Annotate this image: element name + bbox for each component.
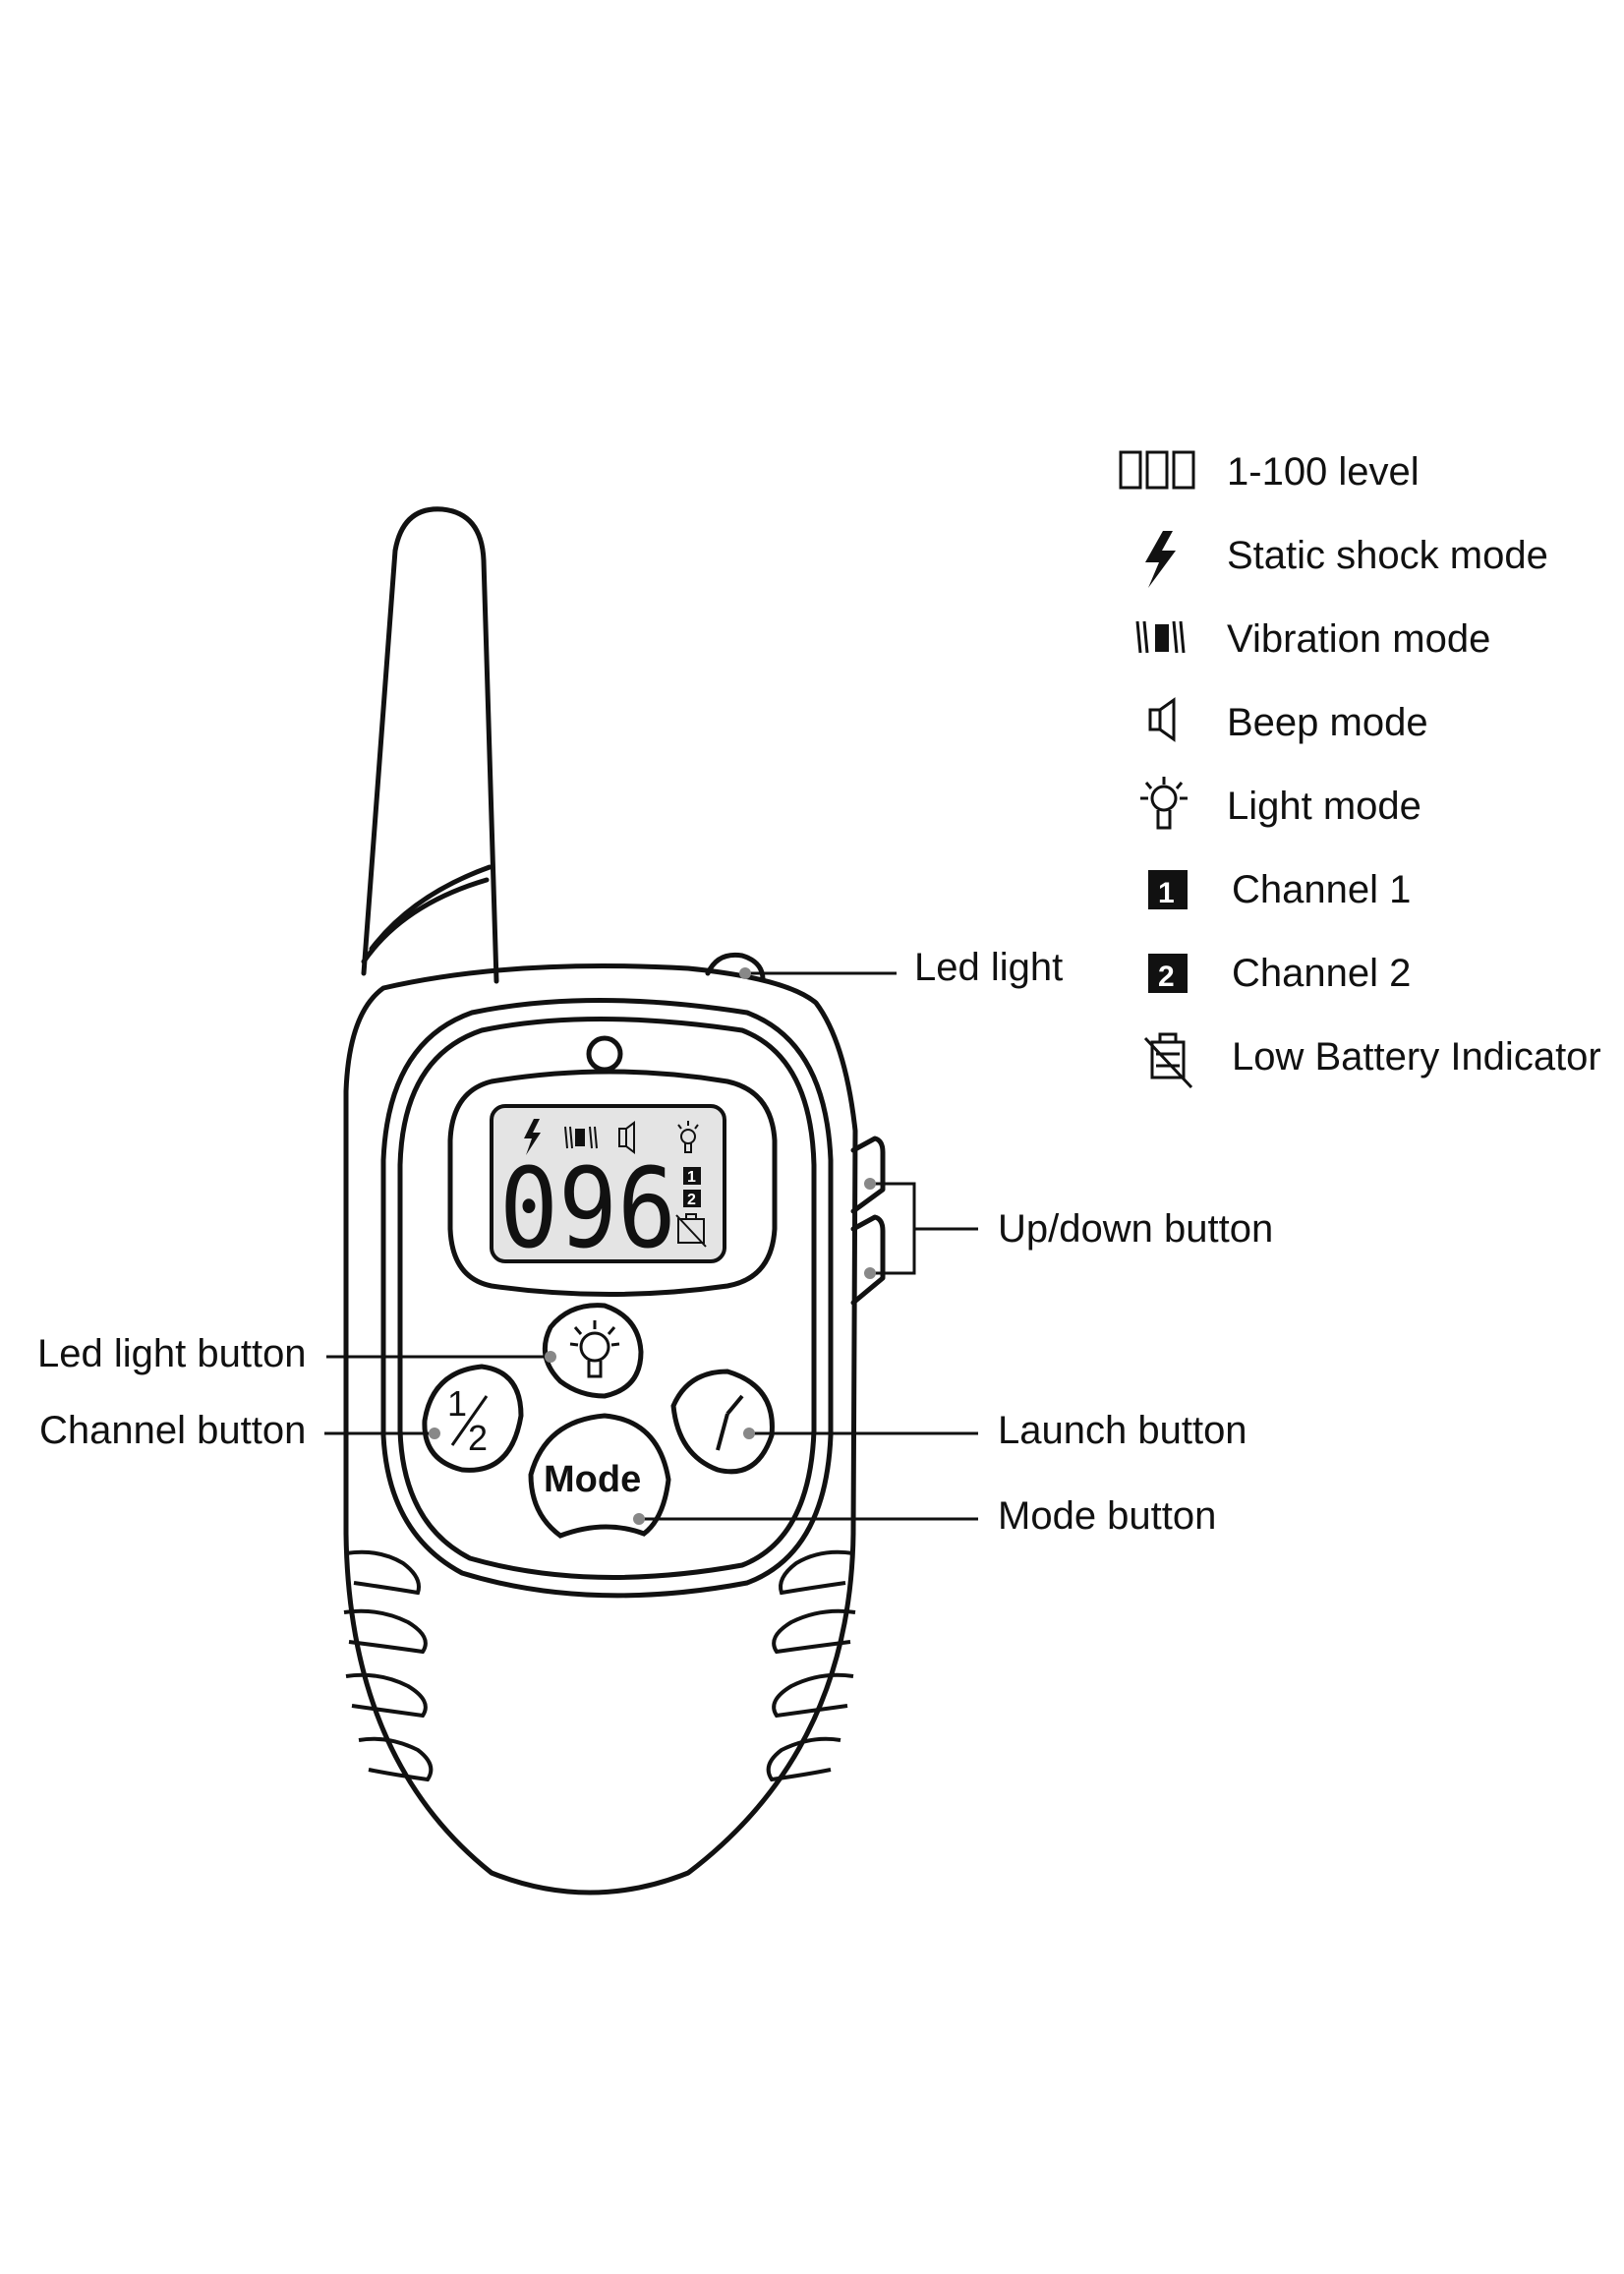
led-light-button xyxy=(542,1303,644,1399)
face-dot xyxy=(586,1035,623,1073)
lcd-low-battery-icon xyxy=(675,1213,707,1248)
legend-row-light: Light mode xyxy=(1121,777,1612,836)
led-light xyxy=(705,952,766,981)
speaker-icon xyxy=(1148,697,1176,742)
grip-ridges xyxy=(343,1549,856,1782)
legend-icons: 1 2 xyxy=(1119,450,1195,1089)
screen-frame xyxy=(447,1069,778,1297)
callout-up-down-button: Up/down button xyxy=(998,1207,1274,1251)
face-plate-inner xyxy=(397,1017,817,1580)
remote-body-outline xyxy=(343,963,858,1895)
channel-1-badge: 1 xyxy=(1158,877,1175,909)
lightning-bolt-icon xyxy=(1145,531,1176,588)
level-digits-icon xyxy=(1119,450,1195,490)
low-battery-icon xyxy=(1143,1032,1193,1089)
legend-label-static-shock: Static shock mode xyxy=(1227,534,1548,577)
launch-button-icon xyxy=(716,1394,744,1451)
callout-led-light: Led light xyxy=(914,946,1064,989)
legend-row-channel-2: Channel 2 xyxy=(1121,944,1612,1003)
legend-label-light: Light mode xyxy=(1227,785,1421,828)
lcd-channel-1: 1 xyxy=(687,1169,696,1186)
up-button xyxy=(850,1136,886,1214)
channel-2-badge: 2 xyxy=(1158,961,1175,993)
legend-label-low-battery: Low Battery Indicator xyxy=(1232,1035,1601,1079)
legend-row-level: 1-100 level xyxy=(1121,442,1612,501)
vibration-icon xyxy=(1135,620,1186,654)
face-plate-outer xyxy=(380,998,834,1599)
legend-row-static-shock: Static shock mode xyxy=(1121,526,1612,585)
speaker-icon xyxy=(618,1121,635,1154)
channel-2-icon xyxy=(1148,954,1188,993)
legend-label-channel-2: Channel 2 xyxy=(1232,952,1412,995)
lcd-screen xyxy=(490,1104,726,1263)
callout-launch-button: Launch button xyxy=(998,1409,1247,1452)
antenna xyxy=(361,506,499,984)
legend-row-beep: Beep mode xyxy=(1121,693,1612,752)
lcd-status-icons xyxy=(524,1119,699,1155)
callout-led-light-button: Led light button xyxy=(37,1332,307,1375)
lcd-level-digits: 096 xyxy=(499,1145,676,1273)
light-bulb-icon xyxy=(677,1121,699,1153)
led-button-bulb-icon xyxy=(569,1320,620,1378)
mode-button-label: Mode xyxy=(544,1459,641,1500)
mode-button xyxy=(528,1413,671,1539)
lightning-bolt-icon xyxy=(524,1119,541,1155)
legend-row-low-battery: Low Battery Indicator xyxy=(1121,1027,1612,1086)
vibration-icon xyxy=(564,1126,598,1149)
launch-button xyxy=(670,1369,775,1475)
down-button xyxy=(850,1214,886,1306)
callout-channel-button: Channel button xyxy=(39,1409,307,1452)
legend-row-vibration: Vibration mode xyxy=(1121,610,1612,669)
light-bulb-icon xyxy=(1140,777,1188,830)
callout-mode-button: Mode button xyxy=(998,1494,1217,1538)
channel-button-digit-bottom: 2 xyxy=(468,1418,488,1458)
channel-button-slash xyxy=(450,1395,489,1446)
lcd-channel-indicators: 1 2 xyxy=(675,1167,707,1248)
channel-1-icon xyxy=(1148,870,1188,909)
lcd-channel-2: 2 xyxy=(687,1192,696,1208)
channel-button-digit-top: 1 xyxy=(447,1383,467,1424)
legend-label-channel-1: Channel 1 xyxy=(1232,868,1412,911)
channel-button xyxy=(422,1364,524,1473)
legend-row-channel-1: Channel 1 xyxy=(1121,860,1612,919)
legend-label-vibration: Vibration mode xyxy=(1227,617,1491,661)
legend-label-level: 1-100 level xyxy=(1227,450,1420,494)
up-down-bracket xyxy=(870,1182,978,1275)
legend-label-beep: Beep mode xyxy=(1227,701,1428,744)
